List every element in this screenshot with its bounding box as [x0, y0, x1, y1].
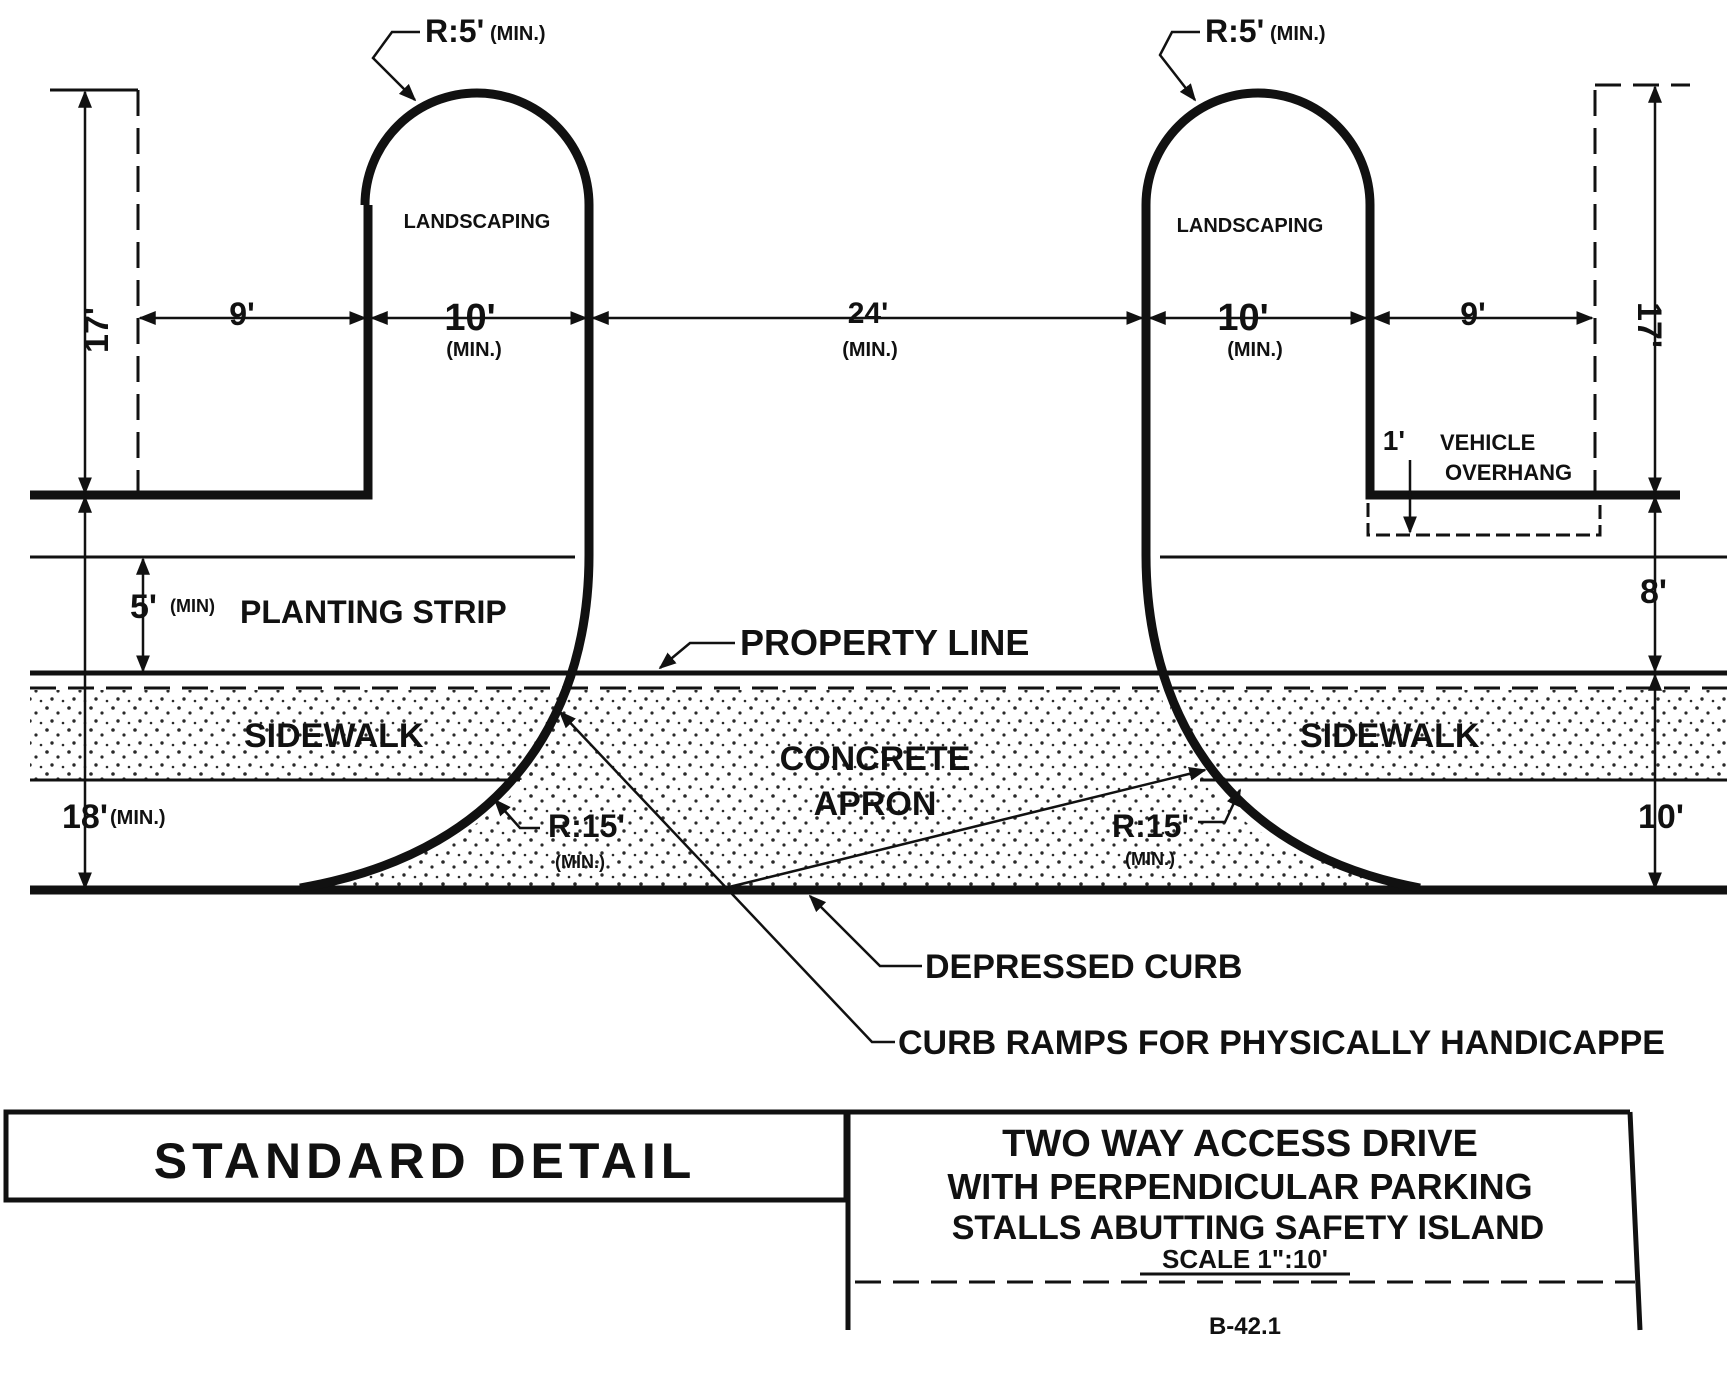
dim-depth-left-text: 17'	[78, 307, 116, 353]
overhang-dim-text: 1'	[1383, 425, 1405, 456]
title-block: STANDARD DETAIL TWO WAY ACCESS DRIVE WIT…	[3, 1109, 1643, 1340]
leader-r5-left	[371, 30, 420, 102]
dim-stall-right-text: 9'	[1460, 296, 1485, 332]
curb-ramps-label: CURB RAMPS FOR PHYSICALLY HANDICAPPE	[898, 1024, 1665, 1062]
vehicle-overhang-box	[1366, 495, 1602, 537]
apron-line1-label: CONCRETE	[780, 740, 971, 778]
dim-stall-left-text: 9'	[229, 296, 254, 332]
title-line3: STALLS ABUTTING SAFETY ISLAND	[952, 1209, 1544, 1247]
island-right-outline	[1141, 88, 1421, 893]
stall-curb-left	[30, 205, 373, 500]
leader-curb-ramp-left	[558, 710, 895, 1044]
leader-lines	[371, 30, 1242, 1044]
apron-stipple	[300, 690, 1420, 888]
radius15-left-min: (MIN.)	[555, 852, 605, 872]
planting-dim-text: 5'	[130, 588, 157, 626]
leader-r5-right	[1158, 30, 1200, 102]
radius-left-min: (MIN.)	[490, 23, 546, 45]
radius-left-label: R:5'	[425, 13, 484, 49]
overhang-line1: VEHICLE	[1440, 430, 1535, 455]
leader-curb-ramp-right	[724, 766, 1207, 890]
leader-r15-left	[493, 798, 540, 830]
property-line-label: PROPERTY LINE	[740, 622, 1029, 663]
dim-depth-right-text: 17'	[1630, 302, 1668, 348]
landscaping-left-label: LANDSCAPING	[404, 211, 551, 233]
title-line2: WITH PERPENDICULAR PARKING	[947, 1166, 1532, 1207]
island-left-outline	[299, 88, 594, 893]
dimension-lines	[78, 85, 1662, 890]
apron-line2-label: APRON	[814, 785, 937, 823]
dim-drive-min: (MIN.)	[842, 339, 898, 361]
sidewalk-stipple-right	[1170, 690, 1727, 780]
dim-18-min: (MIN.)	[110, 807, 166, 829]
dim-10-right-text: 10'	[1638, 798, 1684, 836]
radius15-right-label: R:15'	[1112, 808, 1189, 844]
safety-islands	[299, 88, 1421, 893]
standard-detail-label: STANDARD DETAIL	[154, 1133, 697, 1189]
title-line1: TWO WAY ACCESS DRIVE	[1002, 1123, 1478, 1165]
radius-right-min: (MIN.)	[1270, 23, 1326, 45]
dim-island-left-min: (MIN.)	[446, 339, 502, 361]
planting-strip-label: PLANTING STRIP	[240, 594, 507, 630]
sidewalk-left-label: SIDEWALK	[244, 717, 424, 755]
leader-depressed-curb	[808, 894, 922, 968]
radius15-left-label: R:15'	[548, 808, 625, 844]
concrete-stipple-areas	[30, 690, 1727, 888]
overhang-line2: OVERHANG	[1445, 460, 1572, 485]
leader-property-line	[658, 641, 735, 670]
dim-18-text: 18'	[62, 798, 108, 836]
scale-label: SCALE 1":10'	[1162, 1244, 1328, 1274]
landscaping-right-label: LANDSCAPING	[1177, 215, 1324, 237]
dim-drive-text: 24'	[848, 297, 889, 330]
radius15-right-min: (MIN.)	[1125, 849, 1175, 869]
dim-island-left-text: 10'	[444, 297, 495, 339]
dim-island-right-min: (MIN.)	[1227, 339, 1283, 361]
drawing-labels: R:5' (MIN.) R:5' (MIN.) LANDSCAPING LAND…	[62, 13, 1684, 1062]
parking-stalls	[30, 83, 1690, 537]
leader-r15-right	[1198, 788, 1242, 824]
title-box-frame	[845, 1109, 1643, 1331]
dim-right-8-text: 8'	[1640, 573, 1667, 611]
dim-island-right-text: 10'	[1217, 297, 1268, 339]
stall-curb-right	[1365, 205, 1680, 500]
sidewalk-right-label: SIDEWALK	[1300, 717, 1480, 755]
planting-min-text: (MIN)	[170, 596, 215, 616]
sheet-number: B-42.1	[1209, 1313, 1281, 1340]
depressed-curb-label: DEPRESSED CURB	[925, 948, 1242, 986]
radius-right-label: R:5'	[1205, 13, 1264, 49]
sidewalk-stipple-left	[30, 690, 560, 780]
